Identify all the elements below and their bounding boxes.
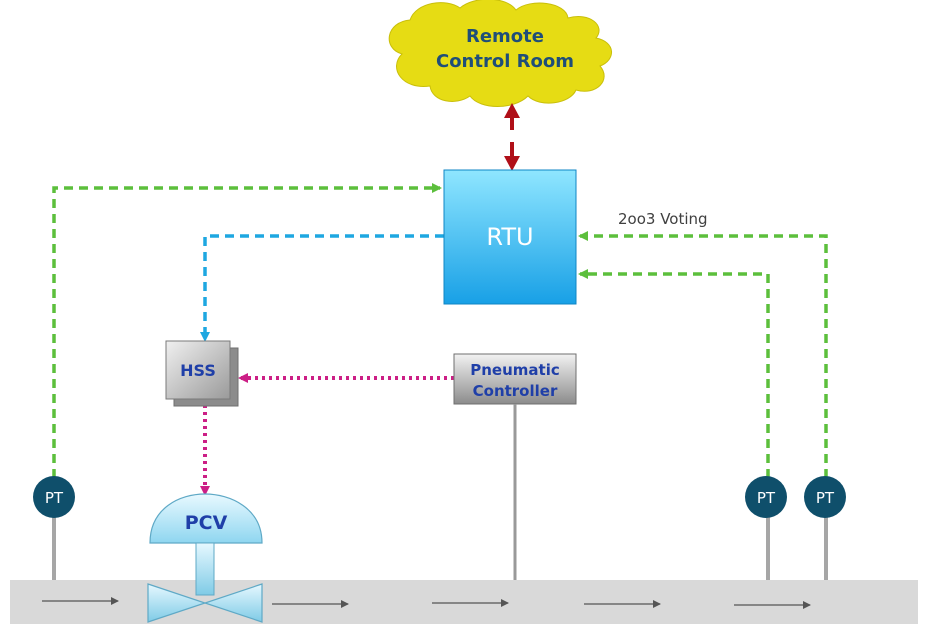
pcv-valve-body (147, 583, 263, 623)
pneumatic-label-line1: Pneumatic (470, 361, 559, 379)
pcv-actuator-dome (149, 493, 263, 544)
pt-left-label: PT (45, 489, 64, 507)
flow-arrows (42, 597, 811, 609)
hss-label: HSS (180, 361, 216, 380)
pt-stems (52, 516, 828, 580)
hss-box: HSS (165, 340, 239, 407)
cloud-title-line2: Control Room (436, 51, 574, 72)
rtu-to-hss-line (200, 234, 444, 342)
rtu-label: RTU (486, 223, 533, 251)
pcv-stem (195, 542, 215, 596)
pipeline (10, 580, 918, 624)
voting-label: 2oo3 Voting (618, 210, 708, 228)
cloud-title-line1: Remote (466, 26, 544, 47)
pt-transmitter-right-1: PT (745, 476, 787, 518)
pt-transmitter-left: PT (33, 476, 75, 518)
pt-right-signal-line-2 (578, 269, 770, 478)
pt-right-1-label: PT (757, 489, 776, 507)
pt-right-signal-line-1 (578, 231, 828, 478)
pneumatic-label-line2: Controller (473, 382, 558, 400)
remote-control-room-cloud: Remote Control Room (388, 0, 612, 107)
rtu-box: RTU (443, 169, 577, 305)
pcv-valve: PCV (147, 493, 263, 623)
pneumatic-controller-box: Pneumatic Controller (453, 353, 577, 405)
pt-right-2-label: PT (816, 489, 835, 507)
pcv-label: PCV (185, 512, 228, 534)
pt-transmitter-right-2: PT (804, 476, 846, 518)
pt-left-signal-line (52, 183, 442, 478)
rtu-cloud-link-arrow (504, 103, 520, 171)
